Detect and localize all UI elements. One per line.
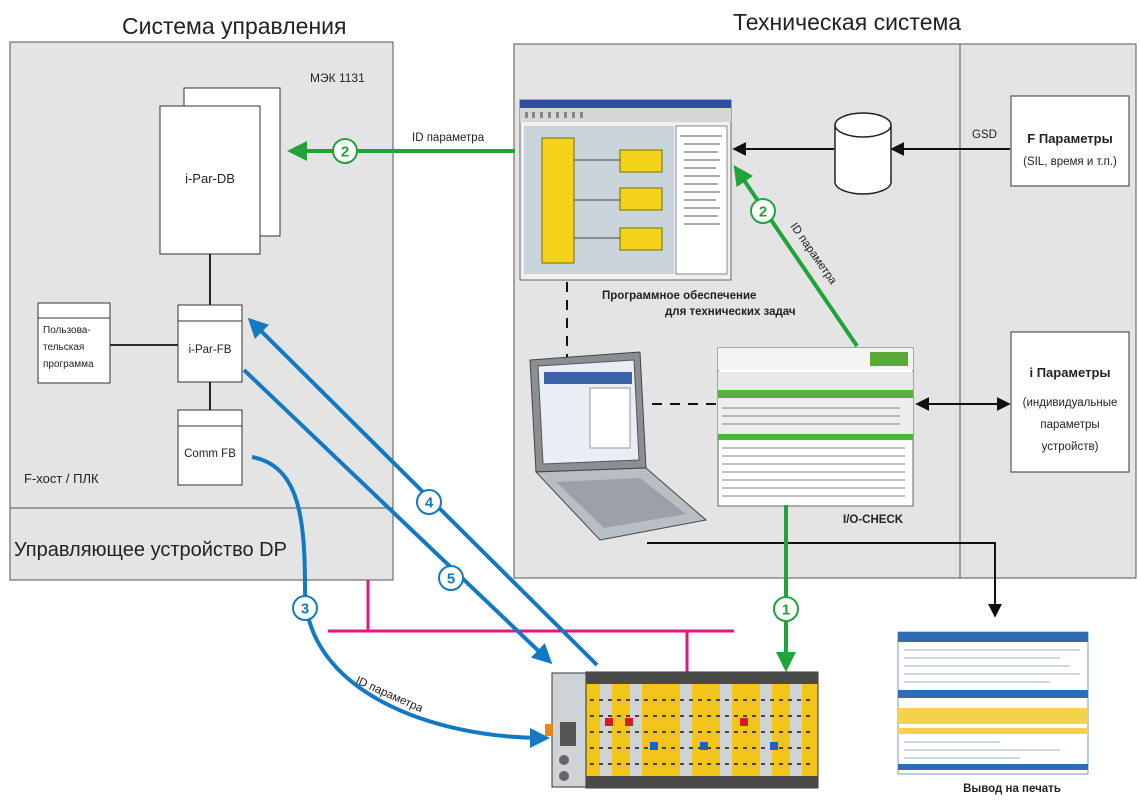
f-params-box (1010, 95, 1130, 187)
comm-fb-block: Comm FB (177, 409, 243, 486)
f-params-title: F Параметры (1027, 131, 1112, 146)
fieldbus-lines (328, 580, 734, 674)
laptop-icon (529, 351, 708, 541)
user-program-line-3: программа (43, 359, 94, 370)
ipar-fb-block: i-Par-FB (177, 304, 243, 383)
software-caption-1: Программное обеспечение (602, 290, 756, 302)
ipar-fb-label: i-Par-FB (189, 344, 232, 356)
control-system-title: Система управления (122, 13, 346, 39)
id-param-top-label: ID параметра (412, 132, 485, 144)
i-params-box (1010, 331, 1130, 473)
step-badge-5: 5 (438, 565, 464, 591)
io-check-window-icon (717, 347, 914, 507)
printout-document-icon (897, 631, 1089, 775)
svg-text:2: 2 (759, 204, 767, 221)
f-params-subtitle: (SIL, время и т.п.) (1023, 156, 1117, 168)
ipar-db-label: i-Par-DB (185, 171, 235, 186)
i-params-title: i Параметры (1029, 365, 1110, 380)
user-program-line-2: тельская (43, 342, 84, 353)
io-check-label: I/O-CHECK (843, 514, 904, 526)
step-badge-4: 4 (416, 489, 442, 515)
user-program-block: Пользова- тельская программа (37, 302, 111, 384)
ipar-db-block: i-Par-DB (159, 87, 281, 255)
step-badge-3: 3 (292, 595, 318, 621)
step-badge-1: 1 (773, 596, 799, 622)
svg-text:5: 5 (447, 571, 455, 588)
host-label: F-хост / ПЛК (24, 471, 99, 486)
comm-fb-label: Comm FB (184, 448, 236, 460)
iec-label: МЭК 1131 (310, 71, 365, 85)
database-cylinder-icon (834, 112, 892, 195)
print-arrow (647, 542, 1002, 618)
printout-label: Вывод на печать (963, 783, 1061, 795)
svg-text:3: 3 (301, 601, 309, 618)
i-params-line-2: параметры (1040, 419, 1099, 431)
i-params-line-3: устройств) (1042, 441, 1099, 453)
i-params-line-1: (индивидуальные (1023, 397, 1118, 409)
software-caption-2: для технических задач (665, 306, 796, 318)
step-badge-2-top: 2 (332, 138, 358, 164)
dp-master-label: Управляющее устройство DP (14, 539, 287, 561)
id-param-bottom-label: ID параметра (354, 675, 425, 716)
green-arrow-step2-diag (733, 165, 859, 348)
svg-text:1: 1 (782, 602, 790, 619)
software-window-icon (519, 99, 732, 281)
user-program-line-1: Пользова- (43, 325, 91, 336)
step-badge-2-diag: 2 (750, 198, 776, 224)
blue-arrow-step5 (242, 368, 553, 665)
svg-text:2: 2 (341, 144, 349, 161)
svg-text:4: 4 (425, 495, 434, 512)
io-module-rack-icon (545, 671, 819, 789)
technical-system-title: Техническая система (733, 9, 961, 35)
gsd-label: GSD (972, 129, 997, 141)
